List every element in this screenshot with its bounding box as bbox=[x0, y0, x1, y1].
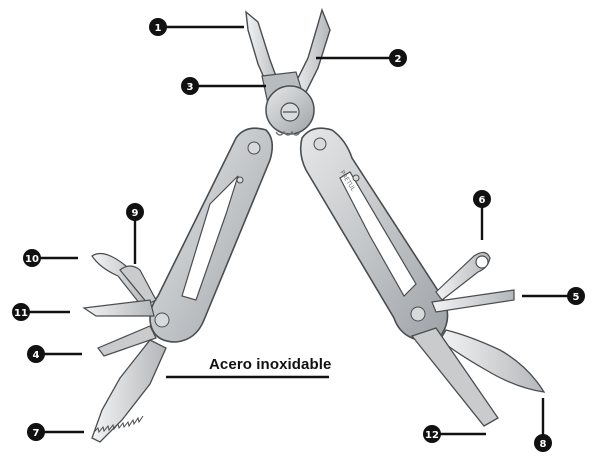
callout-9: 9 bbox=[126, 203, 144, 221]
svg-text:3: 3 bbox=[187, 82, 194, 93]
handle-left-rivet-top bbox=[248, 142, 260, 154]
svg-text:10: 10 bbox=[25, 254, 39, 265]
svg-text:5: 5 bbox=[573, 292, 580, 303]
handle-left-rivet-bottom bbox=[155, 313, 169, 327]
callout-1: 1 bbox=[149, 18, 167, 36]
callout-12: 12 bbox=[423, 425, 441, 443]
svg-text:4: 4 bbox=[33, 350, 40, 361]
callout-2: 2 bbox=[389, 49, 407, 67]
svg-text:2: 2 bbox=[395, 54, 402, 65]
knife-small-tool bbox=[84, 300, 154, 316]
handle-right-rivet-bottom bbox=[411, 307, 425, 321]
svg-text:12: 12 bbox=[425, 430, 439, 441]
callout-11: 11 bbox=[12, 303, 30, 321]
svg-text:11: 11 bbox=[14, 308, 28, 319]
scissors-ring bbox=[476, 256, 488, 268]
svg-text:7: 7 bbox=[33, 428, 40, 439]
callout-6: 6 bbox=[473, 190, 491, 208]
svg-text:9: 9 bbox=[132, 208, 139, 219]
callout-10: 10 bbox=[23, 249, 41, 267]
callout-8: 8 bbox=[534, 434, 552, 452]
svg-text:8: 8 bbox=[540, 439, 547, 450]
handle-left-rivet-mid bbox=[237, 177, 243, 183]
material-caption: Acero inoxidable bbox=[209, 356, 331, 373]
callout-3: 3 bbox=[181, 77, 199, 95]
svg-text:6: 6 bbox=[479, 195, 486, 206]
handle-right-rivet-top bbox=[314, 138, 326, 150]
svg-text:1: 1 bbox=[155, 23, 162, 34]
callout-5: 5 bbox=[567, 287, 585, 305]
callout-4: 4 bbox=[27, 345, 45, 363]
handle-right-rivet-mid bbox=[353, 175, 359, 181]
callout-7: 7 bbox=[27, 423, 45, 441]
